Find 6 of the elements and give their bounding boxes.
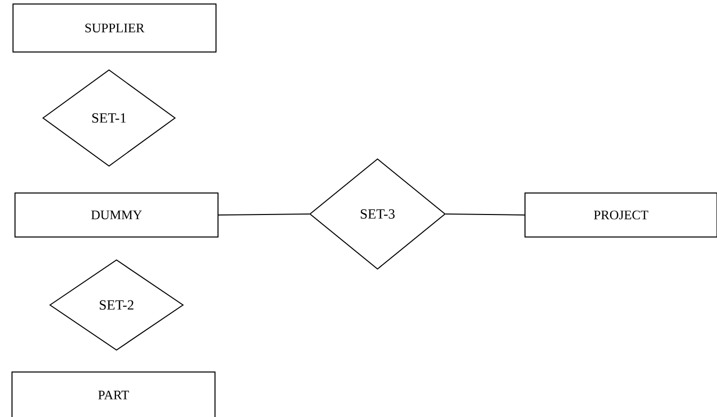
entity-box: PART (12, 372, 216, 417)
connector-line (218, 214, 310, 216)
connector-line (445, 214, 525, 216)
entity-box: SUPPLIER (12, 4, 216, 52)
entity-box: DUMMY (14, 192, 218, 238)
entity-box: PROJECT (524, 192, 717, 238)
